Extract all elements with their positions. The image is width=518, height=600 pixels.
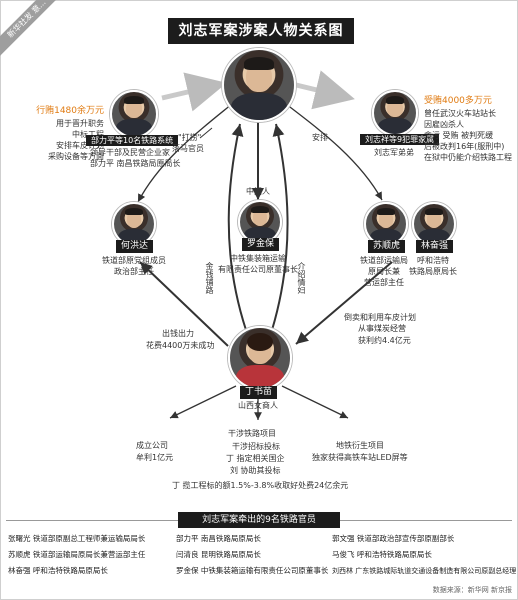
label-ditie: 地铁衍生项目	[336, 441, 384, 450]
label-chengli-amount: 牟利1亿元	[136, 453, 174, 462]
label-daomai-amount: 获利约4.4亿元	[358, 336, 411, 345]
lin-caption-2: 铁路局原局长	[409, 267, 457, 276]
arrow-ding-to-liu-money	[227, 123, 247, 331]
arrow-ding-to-metro	[281, 385, 349, 419]
label-chuqian: 出钱出力	[162, 329, 194, 338]
upper-left-caption: 部力平 南昌铁路局原局长	[90, 159, 181, 168]
official-cell: 罗金保 中铁集装箱运输有限责任公司原董事长	[176, 566, 329, 575]
arrow-ding-to-liu-mistress	[271, 123, 289, 331]
label-ditie-amount: 独家获得高铁车站LED屏等	[312, 453, 408, 462]
ding-shumiao-caption: 山西女商人	[238, 401, 278, 410]
he-caption-1: 铁道部原党组成员	[102, 256, 166, 265]
bracket-line-luoma	[199, 127, 213, 139]
upper-left-plate: 部力平等10名铁路系统	[86, 135, 179, 146]
luo-jinbao-plate: 罗金保	[242, 238, 280, 251]
label-luoma: 落马官员	[172, 144, 204, 153]
upper-right-line-2: 因雇凶杀人	[424, 120, 464, 129]
label-ganshe-2: 丁 指定相关国企	[226, 454, 285, 463]
liu-zhijun-photo	[222, 48, 296, 122]
upper-right-line-3: 贪污 受贿 被判死缓	[424, 131, 494, 140]
lin-fenqiang-photo	[412, 202, 456, 246]
upper-left-line-1: 用于晋升职务	[56, 119, 104, 128]
upper-left-plate-2: 领导干部及民营企业家	[90, 148, 170, 157]
official-cell: 张曙光 铁道部原副总工程师兼运输局局长	[8, 534, 146, 543]
official-cell: 部力平 南昌铁路局原局长	[176, 534, 261, 543]
label-ganshe-1: 干涉招标投标	[232, 442, 280, 451]
su-caption-2: 原局长兼	[368, 267, 400, 276]
official-cell: 闫清良 昆明铁路局原局长	[176, 550, 261, 559]
su-shunhu-photo	[364, 202, 408, 246]
lin-fenqiang-plate: 林奋强	[416, 240, 454, 253]
upper-left-amount: 行贿1480余万元	[36, 106, 104, 116]
official-cell: 郭文强 铁道部政治部宣传部原副部长	[332, 534, 455, 543]
label-chuqian-amount: 花费4400万未成功	[146, 341, 215, 350]
arrow-ding-to-he	[139, 261, 229, 347]
ding-shumiao-photo	[228, 326, 292, 390]
officials-heading: 刘志军案牵出的9名铁路官员	[178, 512, 340, 528]
upper-left-line-2: 中标工程	[8, 129, 104, 140]
he-caption-2: 政治部主任	[114, 267, 154, 276]
luo-caption-2: 有限责任公司原董事长	[218, 265, 298, 274]
arrow-liu-to-brother	[291, 70, 355, 110]
arrow-su-to-ding	[295, 261, 393, 345]
arrow-liu-to-he	[137, 103, 233, 203]
upper-right-caption: 刘志军弟弟	[374, 148, 414, 157]
upper-right-amount: 受贿4000多万元	[424, 96, 492, 106]
label-daomai-2: 从事煤炭经营	[358, 324, 406, 333]
luo-caption-1: 中铁集装箱运输	[230, 254, 286, 263]
lin-caption-1: 呼和浩特	[417, 256, 449, 265]
label-jieshao: 介绍情妇	[297, 262, 306, 294]
ding-shumiao-plate: 丁书苗	[240, 386, 278, 399]
liu-zhixiang-photo	[372, 90, 418, 136]
label-ganshe-amount: 丁 揽工程标的额1.5%-3.8%收取好处费24亿余元	[172, 481, 349, 490]
official-cell: 苏顺虎 铁道部运输局原局长兼营运部主任	[8, 550, 146, 559]
upper-right-line-1: 曾任武汉火车站站长	[424, 109, 496, 118]
officials-list: 刘志军案牵出的9名铁路官员 张曙光 铁道部原副总工程师兼运输局局长 部力平 南昌…	[0, 512, 518, 598]
page-title: 刘志军案涉案人物关系图	[168, 18, 354, 44]
official-cell: 林奋强 呼和浩特铁路局原局长	[8, 566, 108, 575]
label-anpai: 安排	[312, 133, 328, 142]
arrow-liu-to-su	[285, 103, 383, 201]
su-caption-3: 营运部主任	[364, 278, 404, 287]
upper-left-line-4: 采购设备等方面	[48, 152, 104, 161]
label-ganshe-3: 刘 协助其投标	[230, 466, 281, 475]
label-qianquan: 金钱铺路	[205, 262, 214, 294]
upper-left-line-3: 安排车皮计划	[56, 141, 104, 150]
label-daomai: 倒卖和利用车皮计划	[344, 313, 416, 322]
arrow-bribe-to-liu	[161, 72, 227, 112]
su-shunhu-plate: 苏顺虎	[368, 240, 406, 253]
upper-right-line-4: 后被改判16年(服刑中)	[424, 142, 505, 151]
label-dabao: "打捞"	[178, 133, 202, 142]
official-cell: 刘西林 广东铁路城际轨道交通设备制造有限公司原副总经理	[332, 567, 517, 575]
label-chengli: 成立公司	[136, 441, 168, 450]
su-caption-1: 铁道部运输局	[360, 256, 408, 265]
upper-right-plate: 刘志祥等9犯罪家属	[360, 134, 440, 145]
upper-right-line-5: 在狱中仍能介绍铁路工程	[424, 153, 512, 162]
arrow-ding-to-company	[169, 385, 237, 419]
label-ganshe: 干涉铁路项目	[228, 429, 276, 438]
bu-liping-photo	[110, 90, 158, 138]
source-note: 数据来源：新华网 新京报	[432, 586, 512, 594]
official-cell: 马俊飞 呼和浩特铁路局原局长	[332, 550, 432, 559]
label-zhongjian: 中间人	[246, 187, 270, 196]
he-hongda-plate: 何洪达	[116, 240, 154, 253]
